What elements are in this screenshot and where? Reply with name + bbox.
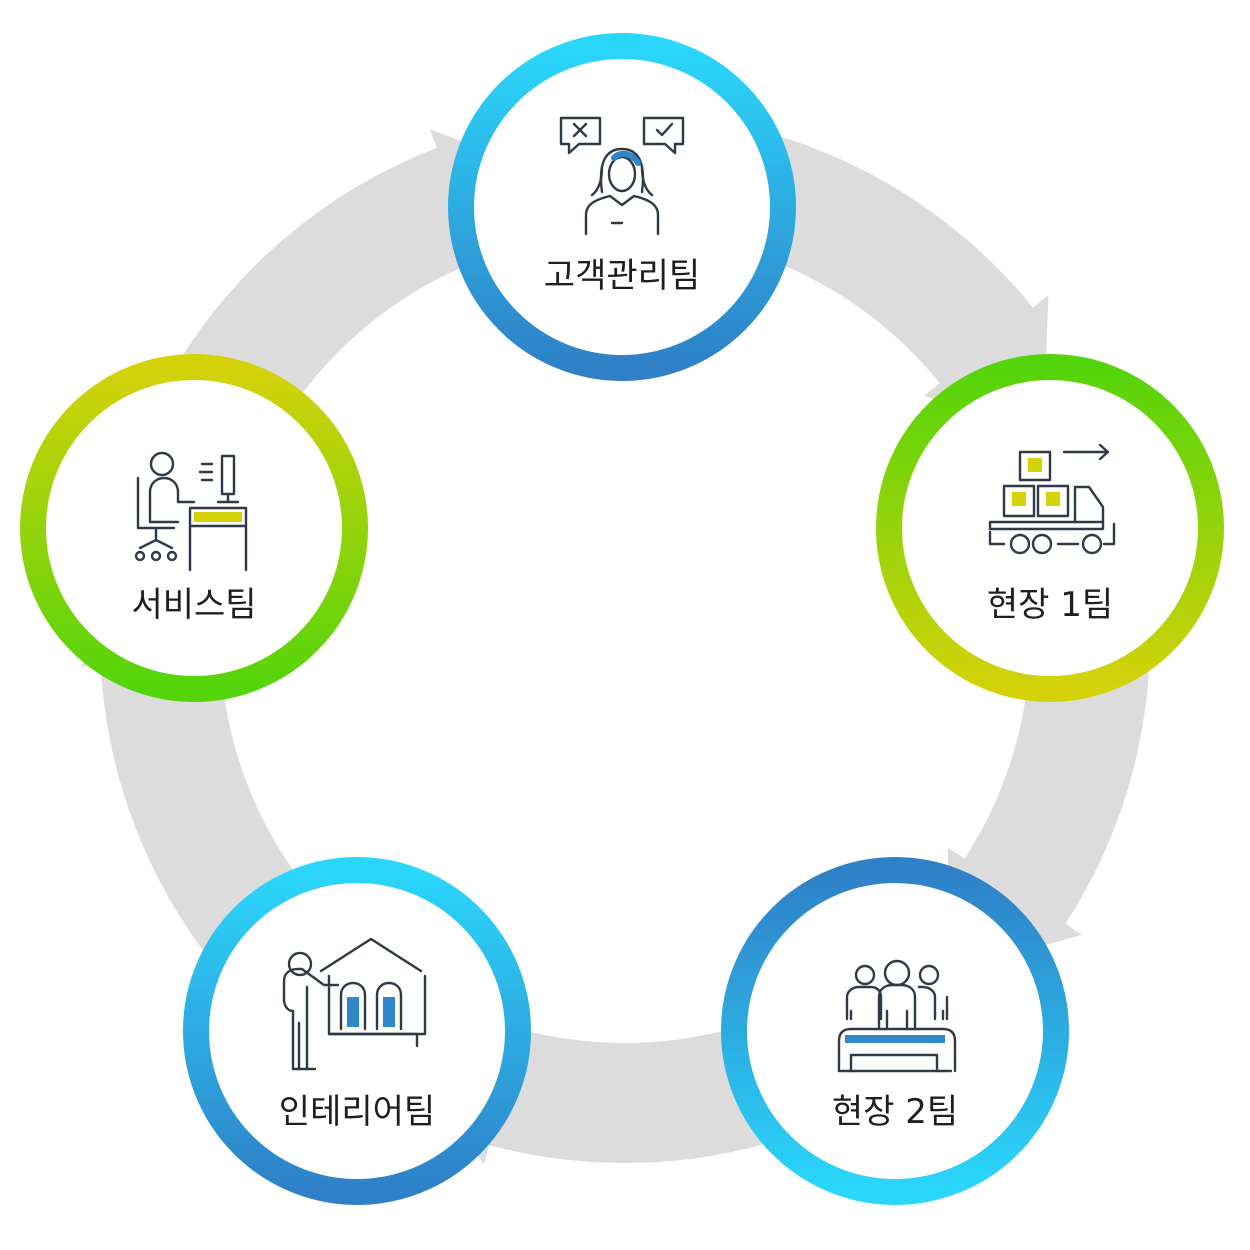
node-ring [20,354,368,702]
node-label: 현장 1팀 [987,585,1113,625]
node-customer-management: 고객관리팀 [448,33,796,381]
node-label: 서비스팀 [131,585,256,625]
node-ring [183,857,531,1205]
node-label: 고객관리팀 [544,256,700,296]
node-ring [448,33,796,381]
house-presentation-icon [282,937,427,1071]
node-service-team: 서비스팀 [20,354,368,702]
customer-service-agent-icon [559,116,685,236]
node-interior-team: 인테리어팀 [183,857,531,1205]
node-field-team-1: 현장 1팀 [876,354,1224,702]
team-meeting-icon [837,959,957,1073]
node-ring [721,857,1069,1205]
office-desk-worker-icon [134,451,248,572]
delivery-truck-icon [988,443,1116,555]
node-field-team-2: 현장 2팀 [721,857,1069,1205]
node-label: 현장 2팀 [832,1092,958,1132]
node-label: 인테리어팀 [279,1092,435,1132]
